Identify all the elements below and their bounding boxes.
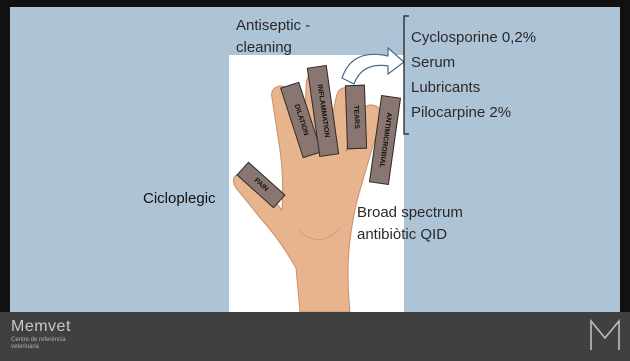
treatment-item: Cyclosporine 0,2% (411, 25, 536, 50)
broad-line-2: antibiòtic QID (357, 224, 463, 246)
treatment-item: Lubricants (411, 75, 536, 100)
brand-subtitle: Centre de referència veterinària (11, 337, 66, 351)
broad-spectrum-label: Broad spectrum antibiòtic QID (357, 202, 463, 246)
cicloplegic-label: Cicloplegic (143, 188, 216, 210)
treatment-list: Cyclosporine 0,2% Serum Lubricants Piloc… (411, 25, 536, 125)
brand-m-icon (588, 318, 622, 352)
treatment-item: Pilocarpine 2% (411, 100, 536, 125)
antiseptic-line-2: cleaning (236, 37, 310, 59)
broad-line-1: Broad spectrum (357, 202, 463, 224)
antiseptic-label: Antiseptic - cleaning (236, 15, 310, 59)
footer-bar (0, 312, 630, 361)
arrow-icon (342, 48, 404, 84)
treatment-item: Serum (411, 50, 536, 75)
bracket-icon (404, 16, 409, 134)
finger-label-tears: TEARS (345, 85, 367, 150)
brand-subtitle-line-1: Centre de referència (11, 337, 66, 344)
antiseptic-line-1: Antiseptic - (236, 15, 310, 37)
brand-name: Memvet (11, 318, 71, 336)
brand-subtitle-line-2: veterinària (11, 344, 66, 351)
